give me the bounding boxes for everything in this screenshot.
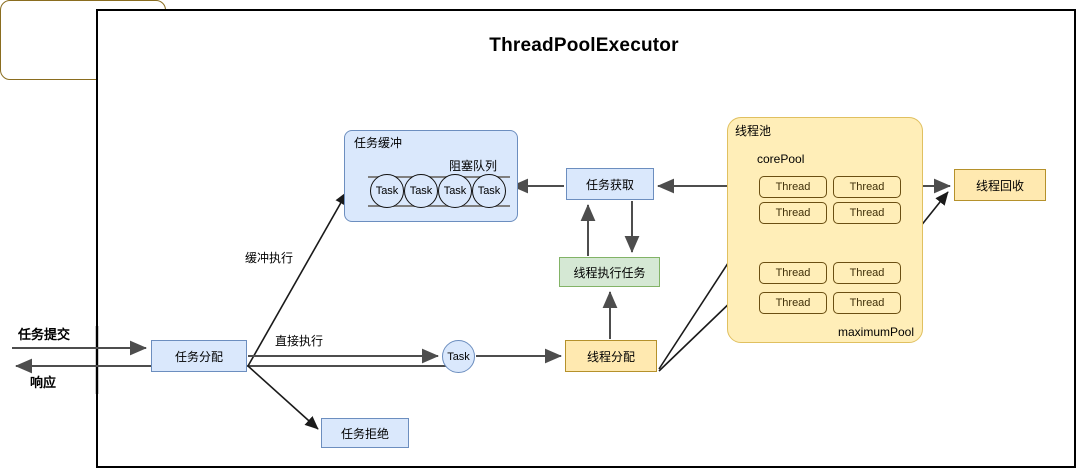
queue-task-0: Task [370,174,404,208]
thread-label: Thread [775,181,811,193]
max-thread-2: Thread [759,292,827,314]
core-thread-1: Thread [833,176,901,198]
thread-label: Thread [775,297,811,309]
thread-pool-label: 线程池 [735,124,772,138]
thread-label: Thread [775,267,811,279]
thread-label: Thread [849,297,885,309]
thread-label: Thread [849,181,885,193]
thread-label: Thread [775,207,811,219]
queue-task-1: Task [404,174,438,208]
task-allocation-label: 任务分配 [174,349,223,364]
thread-execute-task-box[interactable]: 线程执行任务 [559,257,660,287]
thread-label: Thread [849,207,885,219]
queue-task-2: Task [438,174,472,208]
core-pool-label: corePool [757,152,805,166]
thread-recycle-label: 线程回收 [975,178,1024,193]
thread-allocation-label: 线程分配 [586,349,635,364]
page-title: ThreadPoolExecutor [489,35,679,56]
max-thread-1: Thread [833,262,901,284]
queue-task-label: Task [409,185,433,197]
response-label: 响应 [30,375,57,390]
mid-task-node: Task [442,340,475,373]
task-submit-label: 任务提交 [18,327,71,342]
core-thread-0: Thread [759,176,827,198]
queue-task-label: Task [477,185,501,197]
task-buffer-label: 任务缓冲 [354,136,403,150]
task-reject-label: 任务拒绝 [340,426,389,441]
task-fetch-label: 任务获取 [585,177,634,192]
queue-task-label: Task [375,185,399,197]
blocking-queue-label: 阻塞队列 [449,159,498,173]
queue-task-label: Task [443,185,467,197]
buffer-exec-edge-label: 缓冲执行 [245,251,294,265]
queue-line-bottom [368,205,510,207]
thread-recycle-box[interactable]: 线程回收 [954,169,1046,201]
core-thread-3: Thread [833,202,901,224]
core-thread-2: Thread [759,202,827,224]
mid-task-label: Task [447,350,470,363]
max-thread-0: Thread [759,262,827,284]
max-thread-3: Thread [833,292,901,314]
queue-line-top [368,176,510,178]
thread-execute-task-label: 线程执行任务 [573,265,646,280]
task-reject-box[interactable]: 任务拒绝 [321,418,409,448]
direct-exec-edge-label: 直接执行 [275,334,324,348]
task-fetch-box[interactable]: 任务获取 [566,168,654,200]
maximum-pool-label: maximumPool [838,325,915,339]
threadpoolexecutor-frame [96,9,1076,468]
thread-label: Thread [849,267,885,279]
thread-allocation-box[interactable]: 线程分配 [565,340,657,372]
task-allocation-box[interactable]: 任务分配 [151,340,247,372]
queue-task-3: Task [472,174,506,208]
